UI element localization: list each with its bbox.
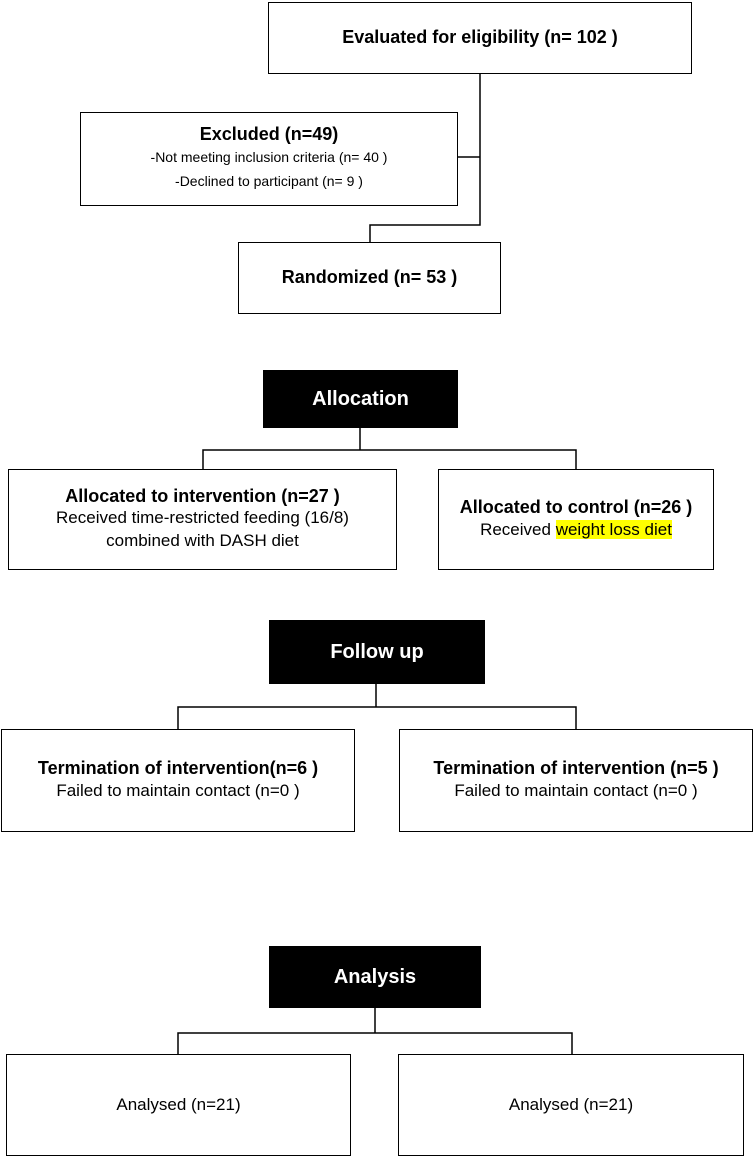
analysis-control-label: Analysed (n=21) [508, 1094, 634, 1114]
allocation-control-box: Allocated to control (n=26 ) Received we… [438, 469, 714, 570]
connector-analysis-fork [177, 1032, 573, 1054]
excluded-reason-1: -Not meeting inclusion criteria (n= 40 ) [150, 149, 388, 165]
allocation-intervention-line-1: Received time-restricted feeding (16/8) [56, 508, 349, 528]
connector-followup-fork [177, 706, 577, 729]
followup-control-line: Failed to maintain contact (n=0 ) [454, 780, 698, 800]
allocation-control-prefix: Received [480, 519, 556, 539]
followup-control-box: Termination of intervention (n=5 ) Faile… [399, 729, 753, 832]
excluded-title: Excluded (n=49) [199, 124, 339, 145]
followup-intervention-title: Termination of intervention(n=6 ) [37, 758, 319, 779]
excluded-box: Excluded (n=49) -Not meeting inclusion c… [80, 112, 458, 206]
randomized-title: Randomized (n= 53 ) [281, 267, 458, 288]
evaluated-title: Evaluated for eligibility (n= 102 ) [342, 27, 618, 48]
followup-stage-label: Follow up [269, 620, 485, 684]
allocation-control-title: Allocated to control (n=26 ) [459, 497, 693, 518]
excluded-reason-2: -Declined to participant (n= 9 ) [175, 172, 363, 189]
randomized-box: Randomized (n= 53 ) [238, 242, 501, 314]
allocation-control-highlight: weight loss diet [555, 519, 672, 539]
allocation-intervention-title: Allocated to intervention (n=27 ) [65, 485, 340, 506]
followup-intervention-line: Failed to maintain contact (n=0 ) [56, 780, 300, 800]
analysis-control-box: Analysed (n=21) [398, 1054, 744, 1156]
connector-evaluated-randomized [369, 74, 481, 242]
analysis-intervention-box: Analysed (n=21) [6, 1054, 351, 1156]
evaluated-box: Evaluated for eligibility (n= 102 ) [268, 2, 692, 74]
followup-intervention-box: Termination of intervention(n=6 ) Failed… [1, 729, 355, 832]
allocation-intervention-box: Allocated to intervention (n=27 ) Receiv… [8, 469, 397, 570]
analysis-intervention-label: Analysed (n=21) [116, 1094, 241, 1114]
analysis-stage-label: Analysis [269, 946, 481, 1008]
allocation-intervention-line-2: combined with DASH diet [106, 531, 299, 551]
followup-control-title: Termination of intervention (n=5 ) [433, 758, 719, 779]
allocation-stage-label: Allocation [263, 370, 458, 428]
connector-allocation-fork [202, 449, 577, 469]
allocation-control-line: Received weight loss diet [480, 519, 672, 542]
